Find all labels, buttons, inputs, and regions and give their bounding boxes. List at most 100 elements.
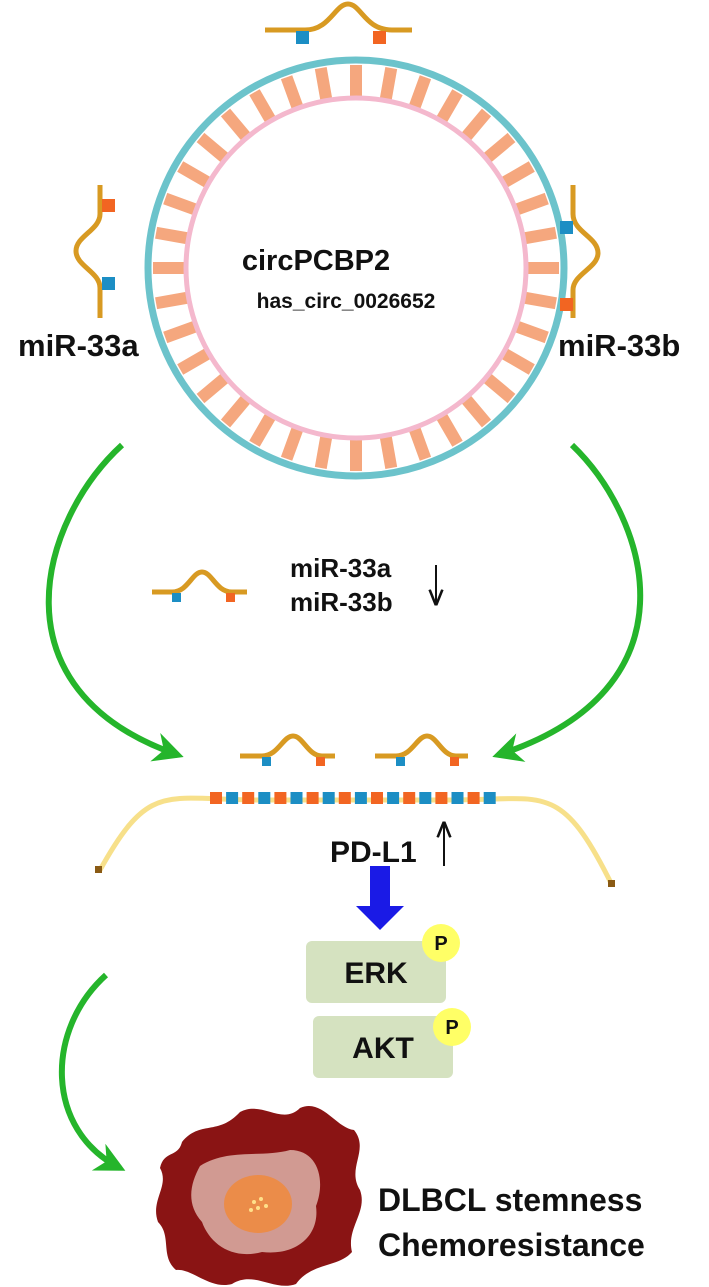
seed-orange-mark: [373, 31, 386, 44]
seed-blue-mark: [296, 31, 309, 44]
circrna-segment: [155, 291, 189, 310]
circrna-ring: [144, 56, 568, 480]
nucleus: [224, 1175, 292, 1233]
kinase-erk: ERK P: [306, 924, 460, 1003]
binding-site-mark: [242, 792, 255, 804]
circrna-segment: [408, 426, 432, 461]
circrna-segment: [523, 291, 557, 310]
binding-site-mark: [338, 792, 351, 804]
outcome-line2: Chemoresistance: [378, 1227, 645, 1263]
circrna-id: has_circ_0026652: [257, 290, 436, 313]
seed-orange-mark: [450, 757, 459, 766]
circrna-segment: [177, 348, 211, 375]
mrna-binding-sites: [210, 792, 496, 804]
circrna-segment: [196, 373, 229, 404]
circrna-outer-ring: [144, 56, 568, 480]
circrna-segment: [314, 67, 333, 101]
circrna-segment: [249, 413, 276, 447]
green-arrow-right: [492, 442, 644, 762]
seed-orange-mark: [316, 757, 325, 766]
circrna-segment: [379, 435, 398, 469]
binding-site-mark: [210, 792, 222, 804]
seed-orange-mark: [560, 298, 573, 311]
mrna-end-left: [95, 866, 102, 873]
binding-site-mark: [354, 792, 367, 804]
mirna-bound-right: [375, 733, 468, 766]
seed-orange-mark: [102, 199, 115, 212]
kinase-box: [306, 941, 446, 1003]
circrna-segment: [523, 226, 557, 245]
circrna-segment: [514, 192, 549, 216]
binding-site-mark: [226, 792, 239, 804]
circrna-segment: [155, 226, 189, 245]
seed-orange-mark: [226, 593, 235, 602]
circrna-segment: [408, 75, 432, 110]
circrna-segment: [483, 132, 516, 163]
seed-blue-mark: [396, 757, 405, 766]
phospho-badge: [433, 1008, 471, 1046]
circrna-segment: [436, 89, 463, 123]
binding-site-mark: [290, 792, 303, 804]
seed-blue-mark: [262, 757, 271, 766]
binding-site-mark: [403, 792, 416, 804]
pdl1-mrna-strand: [97, 795, 615, 887]
circrna-segment: [220, 108, 251, 141]
circrna-segment: [461, 108, 492, 141]
circrna-segment: [280, 426, 304, 461]
circrna-segment: [379, 67, 398, 101]
circrna-segment: [196, 132, 229, 163]
circrna-segment: [501, 348, 535, 375]
binding-site-mark: [387, 792, 400, 804]
kinase-name: AKT: [352, 1032, 414, 1065]
target-label: PD-L1: [330, 836, 417, 869]
binding-site-mark: [306, 792, 319, 804]
mirna-center-label-a: miR-33a: [290, 553, 392, 583]
blue-arrow: [356, 866, 404, 930]
binding-site-mark: [435, 792, 448, 804]
circrna-segment: [527, 262, 559, 274]
circrna-inner-ring: [183, 95, 529, 441]
circrna-segment: [220, 395, 251, 428]
phospho-label: P: [434, 933, 447, 955]
mrna-end-right: [608, 880, 615, 887]
mirna-bound-left: [240, 733, 335, 766]
mirna-top: [265, 1, 412, 44]
binding-site-mark: [274, 792, 287, 804]
circrna-segment: [461, 395, 492, 428]
mirna-right: [560, 185, 601, 318]
circrna-segment: [177, 161, 211, 188]
binding-site-mark: [483, 792, 496, 804]
circrna-segment: [314, 435, 333, 469]
circrna-name: circPCBP2: [242, 245, 390, 277]
circrna-segment: [163, 192, 198, 216]
kinase-box: [313, 1016, 453, 1078]
mirna-free: [152, 569, 247, 602]
mirna-left-label: miR-33a: [18, 328, 139, 363]
outcome-line1: DLBCL stemness: [378, 1182, 642, 1218]
binding-site-mark: [451, 792, 464, 804]
binding-site-mark: [322, 792, 335, 804]
kinase-akt: AKT P: [313, 1008, 471, 1078]
mirna-center-label-b: miR-33b: [290, 587, 393, 617]
circrna-segment: [249, 89, 276, 123]
circrna-segment: [436, 413, 463, 447]
circrna-segment: [514, 320, 549, 344]
green-arrow-to-cell: [58, 972, 126, 1171]
binding-site-mark: [419, 792, 432, 804]
circrna-segments: [153, 65, 559, 471]
circrna-segment: [350, 65, 362, 97]
seed-blue-mark: [102, 277, 115, 290]
green-arrow-left: [45, 442, 184, 762]
phospho-label: P: [445, 1017, 458, 1039]
binding-site-mark: [467, 792, 480, 804]
circrna-segment: [163, 320, 198, 344]
phospho-badge: [422, 924, 460, 962]
binding-site-mark: [258, 792, 271, 804]
dlbcl-cell-icon: [156, 1105, 362, 1286]
mirna-left: [73, 185, 115, 318]
circrna-segment: [483, 373, 516, 404]
circrna-segment: [280, 75, 304, 110]
circrna-segment: [501, 161, 535, 188]
seed-blue-mark: [172, 593, 181, 602]
